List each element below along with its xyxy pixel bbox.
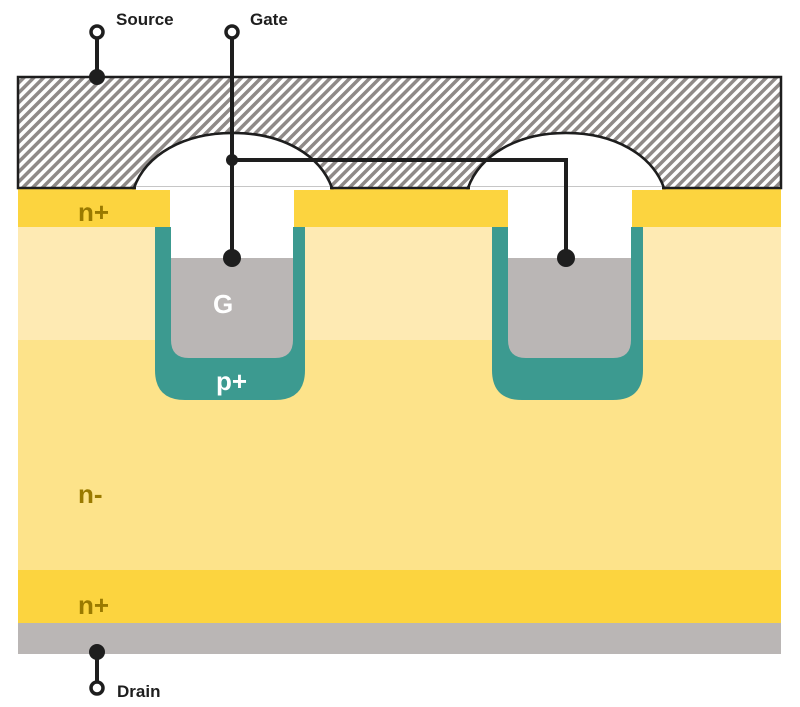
n-plus-source-right — [632, 188, 781, 227]
gate-label: Gate — [250, 10, 288, 29]
n-plus-top-label: n+ — [78, 197, 109, 227]
source-metal — [16, 75, 783, 190]
drain-label: Drain — [117, 682, 160, 701]
gate-poly-label: G — [213, 289, 233, 319]
drain-terminal — [89, 644, 105, 696]
source-contact-dot — [89, 69, 105, 85]
source-terminal — [89, 24, 105, 85]
gate-poly-2 — [508, 258, 631, 358]
p-body-region — [18, 227, 781, 340]
gate-contact-dot-1 — [223, 249, 241, 267]
n-plus-source-left — [18, 188, 170, 227]
n-minus-drift-region — [18, 340, 781, 570]
n-plus-substrate-label: n+ — [78, 590, 109, 620]
n-plus-source-middle — [294, 188, 508, 227]
source-label: Source — [116, 10, 174, 29]
gate-poly-1 — [171, 258, 293, 358]
gate-contact-dot-2 — [557, 249, 575, 267]
gate-pin-icon — [224, 24, 240, 40]
drain-pin-icon — [89, 680, 105, 696]
n-minus-label: n- — [78, 479, 103, 509]
source-pin-icon — [89, 24, 105, 40]
gate-wiring — [223, 24, 575, 267]
drain-contact-dot — [89, 644, 105, 660]
n-plus-substrate — [18, 570, 781, 623]
drain-metal — [18, 623, 781, 654]
gate-junction-dot — [226, 154, 238, 166]
p-plus-label: p+ — [216, 366, 247, 396]
